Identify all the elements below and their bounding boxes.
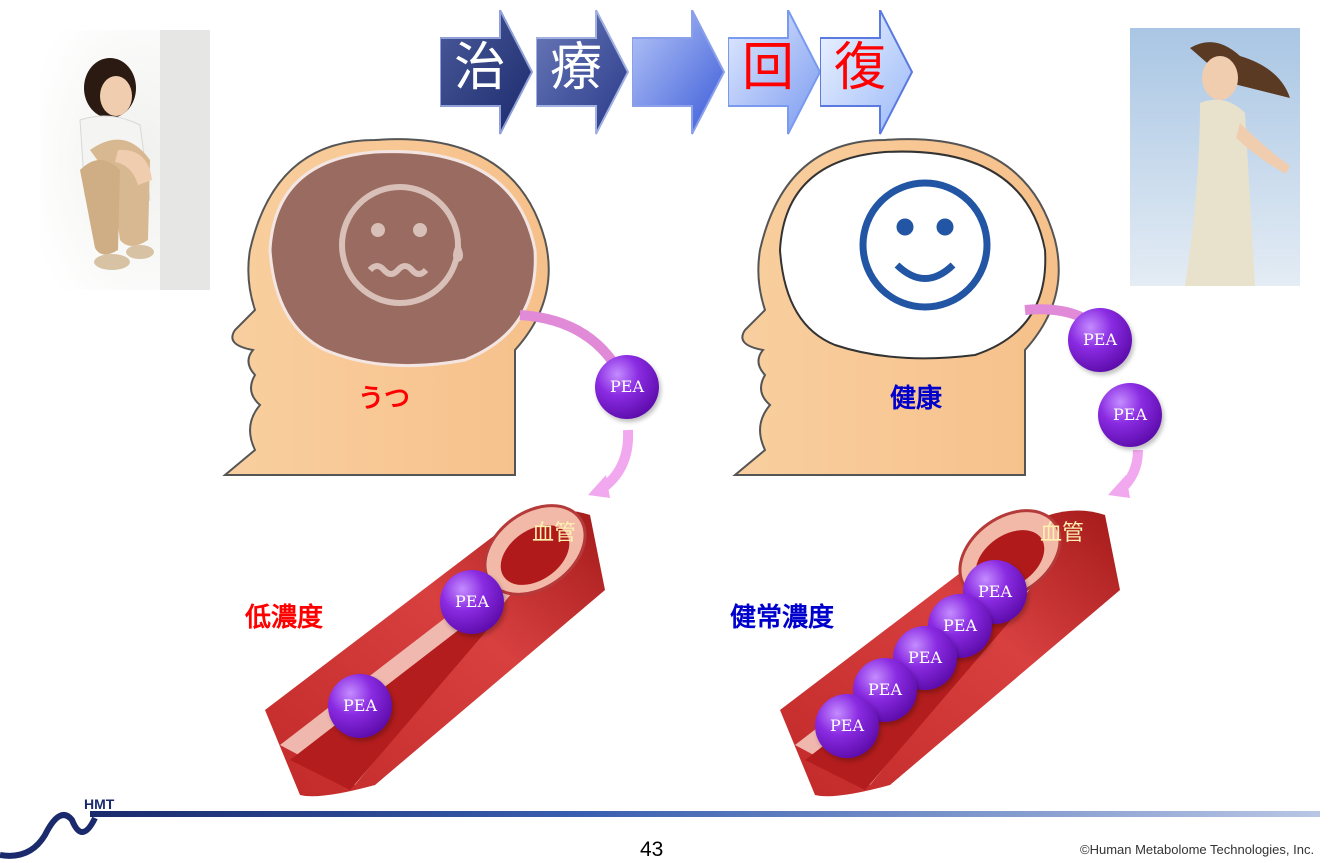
happy-face-icon: [859, 179, 991, 311]
left-concentration-label: 低濃度: [245, 603, 324, 633]
pea-molecule-right-brain-2: PEA: [1098, 383, 1162, 447]
happy-woman-photo: [1130, 28, 1300, 287]
pea-molecule-left-vessel-1: PEA: [440, 570, 504, 634]
hmt-logo-wave-icon: [0, 812, 98, 859]
arrow-step-2: 療: [536, 10, 631, 135]
pea-molecule-left-vessel-2: PEA: [328, 674, 392, 738]
hmt-logo-text: HMT: [84, 796, 115, 812]
pea-molecule-right-vessel-5: PEA: [815, 694, 879, 758]
left-head-diagram: [222, 138, 550, 476]
right-state-label: 健康: [890, 384, 943, 414]
footer-divider: [90, 811, 1320, 817]
pea-molecule-right-brain-1: PEA: [1068, 308, 1132, 372]
sad-face-icon: [339, 184, 463, 306]
pea-molecule-left-brain: PEA: [595, 355, 659, 419]
arrow-step-5: 復: [820, 10, 915, 135]
brain-happy: [778, 150, 1047, 360]
arrow-step-3: [632, 10, 727, 135]
right-concentration-label: 健常濃度: [730, 603, 835, 633]
left-state-label: うつ: [358, 384, 411, 414]
left-vessel-label: 血管: [532, 521, 577, 546]
pea-molecule-right-vessel-4: PEA: [853, 658, 917, 722]
step-4-char: 回: [741, 38, 794, 98]
step-5-char: 復: [833, 38, 886, 98]
depressed-woman-photo: [40, 30, 210, 290]
arrow-step-1: 治: [440, 10, 535, 135]
copyright-text: ©Human Metabolome Technologies, Inc.: [1080, 842, 1315, 857]
page-number: 43: [640, 838, 664, 861]
step-2-char: 療: [549, 38, 602, 98]
arrow-step-4: 回: [728, 10, 823, 135]
right-vessel-label: 血管: [1040, 521, 1085, 546]
right-head-diagram: [732, 138, 1060, 476]
step-1-char: 治: [453, 38, 506, 98]
brain-sad: [268, 150, 537, 368]
